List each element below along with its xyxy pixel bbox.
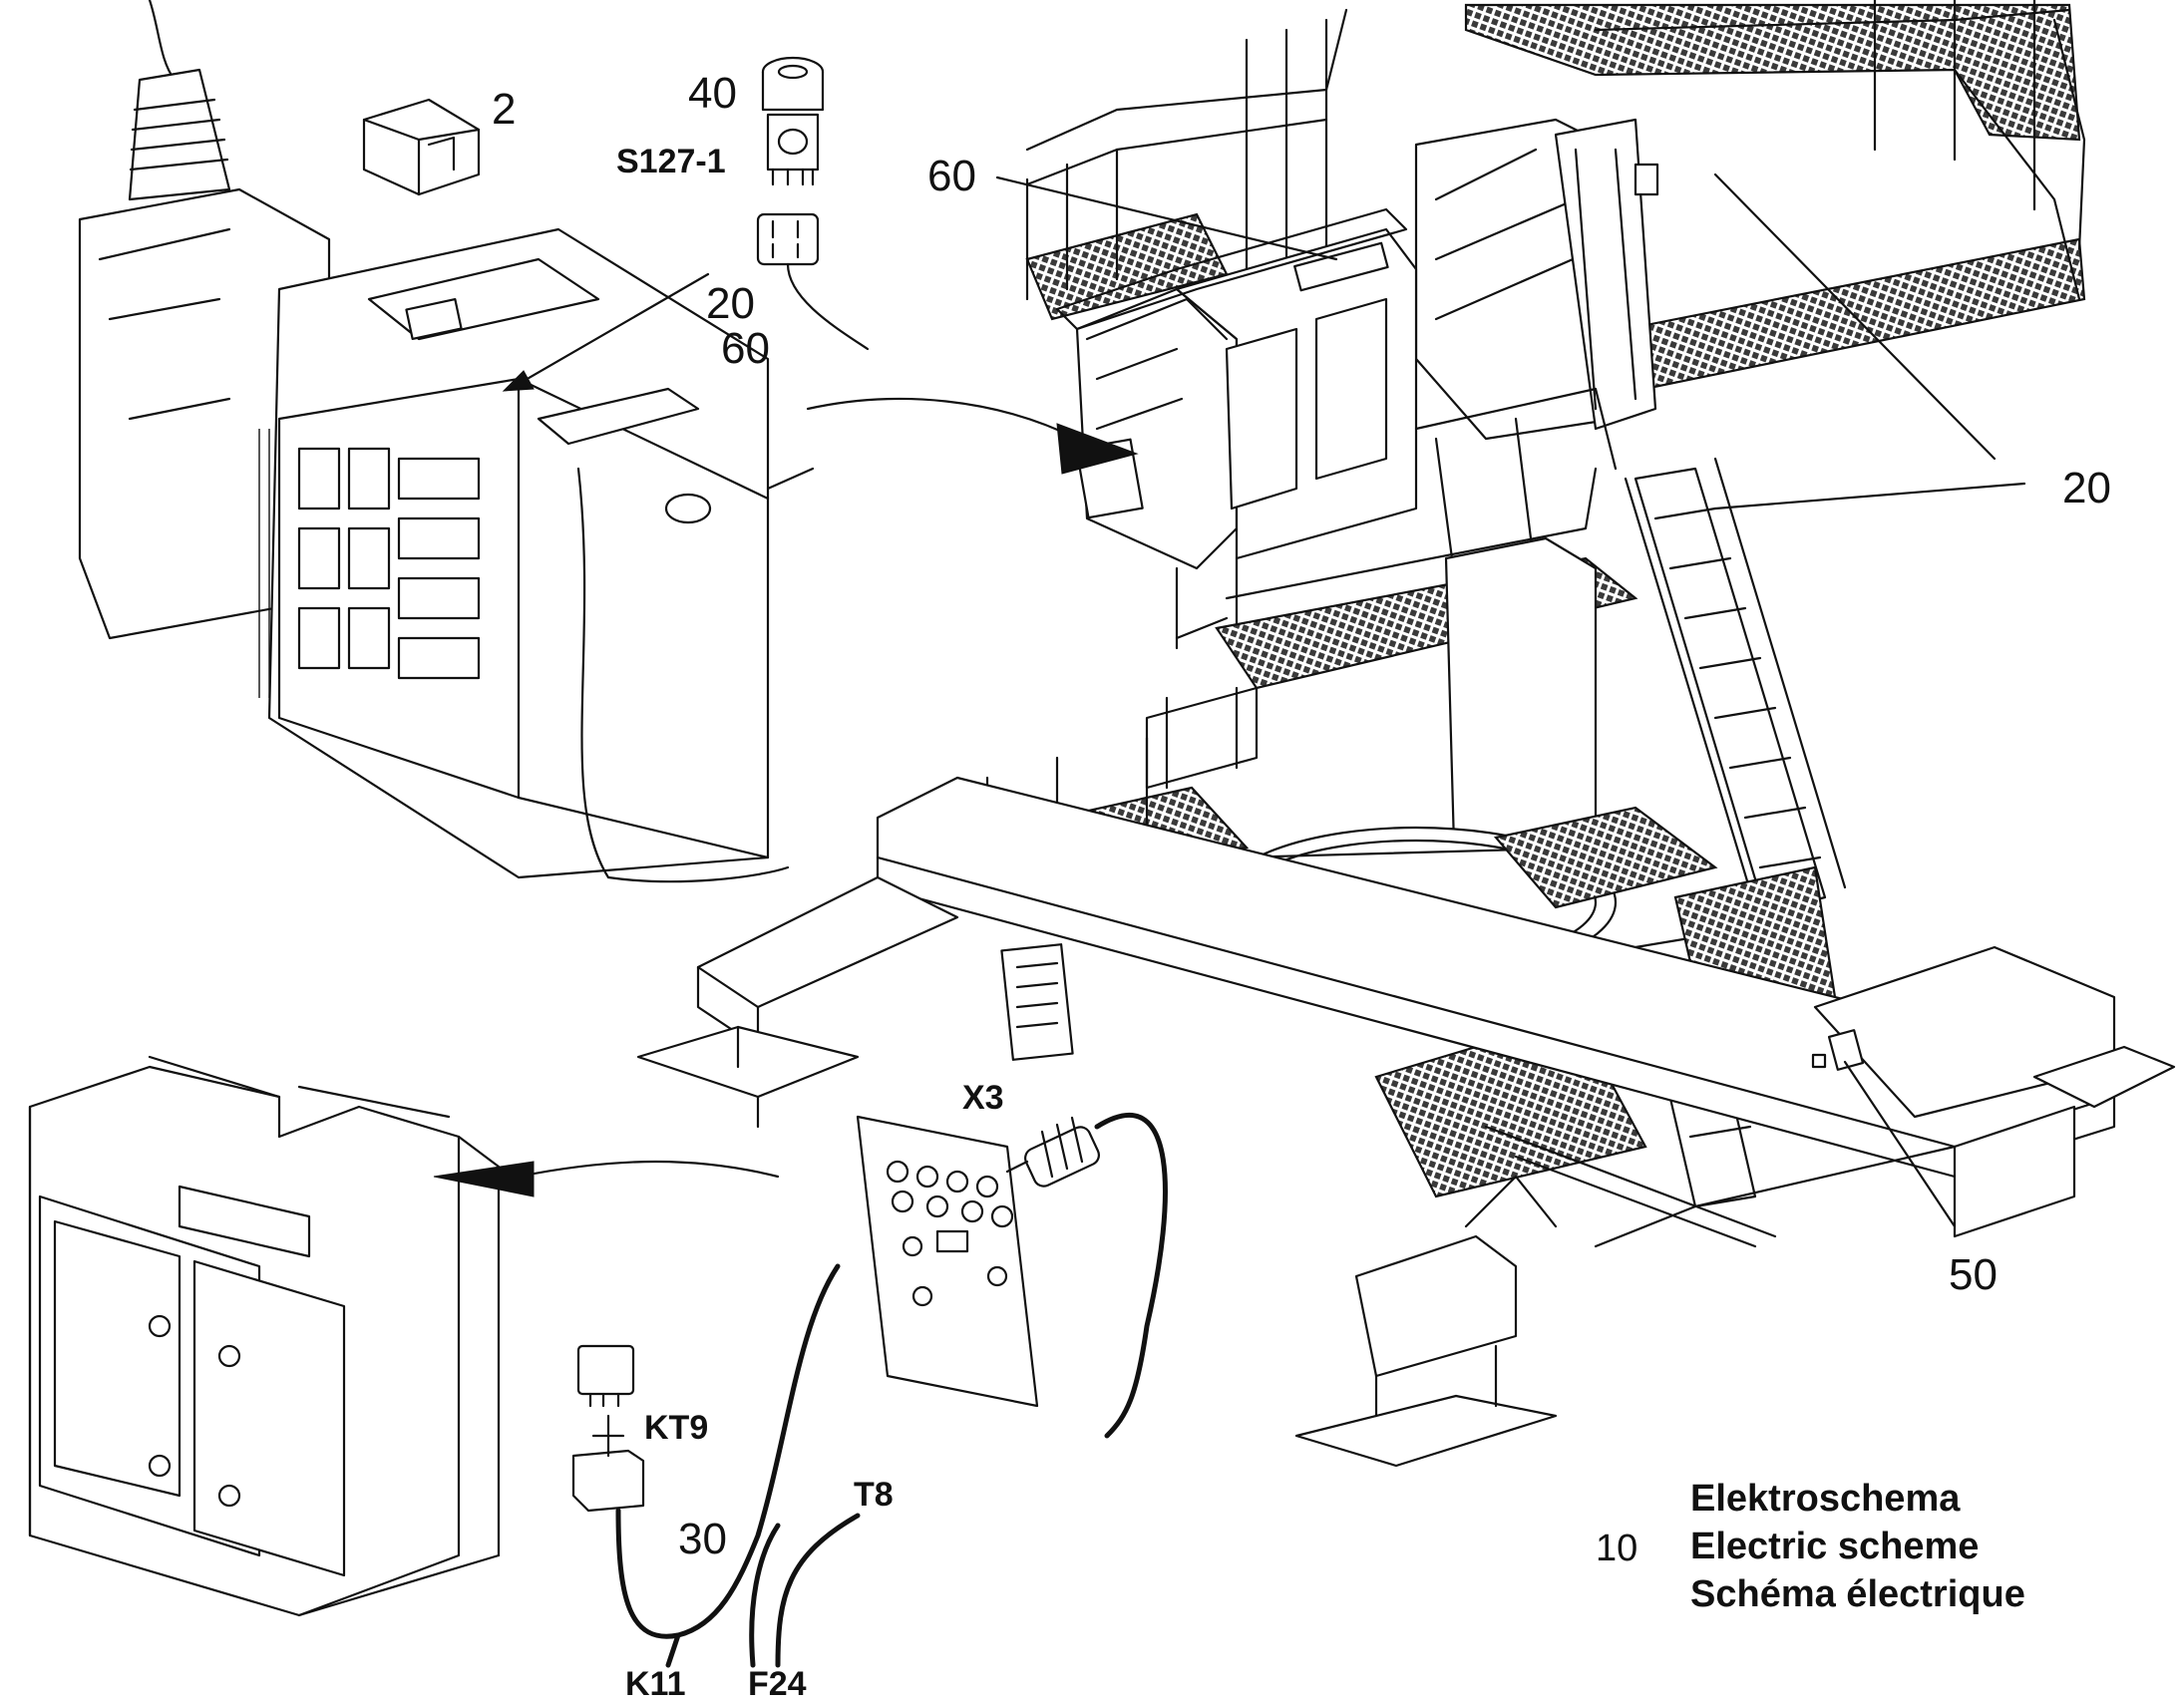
callout-t8: T8	[854, 1476, 894, 1514]
callout-60-top: 60	[927, 152, 976, 200]
legend-line-de: Elektroschema	[1690, 1478, 1961, 1520]
legend: 10 Elektroschema Electric scheme Schéma …	[1596, 1480, 2154, 1629]
callout-f24: F24	[748, 1665, 807, 1703]
detail-arrow-top	[806, 397, 1079, 441]
connector-plate	[856, 1115, 1039, 1408]
callout-s127-1: S127-1	[616, 143, 726, 180]
callout-k11: K11	[625, 1665, 686, 1703]
legend-line-en: Electric scheme	[1690, 1526, 1980, 1567]
boom-structure	[1414, 118, 1659, 441]
undercarriage	[636, 776, 2176, 1468]
detail-arrow-bottom	[517, 1160, 780, 1179]
cables	[615, 1263, 861, 1668]
callout-20-left: 20	[706, 279, 755, 328]
relay-kt9	[571, 1344, 645, 1513]
connector-x3	[1005, 1112, 1168, 1439]
switch-s127-1	[756, 56, 870, 351]
callout-2: 2	[492, 85, 517, 134]
callout-kt9: KT9	[644, 1409, 709, 1447]
legend-number: 10	[1596, 1528, 1638, 1569]
callout-40: 40	[688, 69, 737, 118]
callout-50: 50	[1949, 1250, 1998, 1299]
operator-cab	[1055, 207, 1418, 650]
callout-x3: X3	[962, 1079, 1004, 1117]
leader-lines	[502, 172, 2026, 1228]
legend-line-fr: Schéma électrique	[1690, 1573, 2025, 1615]
relay-grid	[258, 429, 481, 698]
callout-60-left: 60	[721, 324, 770, 373]
control-console	[78, 0, 815, 883]
electrical-cabinet	[28, 1055, 501, 1617]
callout-30: 30	[678, 1515, 727, 1563]
relay-module-2	[362, 98, 481, 196]
junction-box-50	[1827, 1029, 1865, 1071]
upper-deck	[1025, 0, 2086, 401]
machine-assembly	[636, 0, 2176, 1468]
callout-20-right: 20	[2062, 464, 2111, 512]
